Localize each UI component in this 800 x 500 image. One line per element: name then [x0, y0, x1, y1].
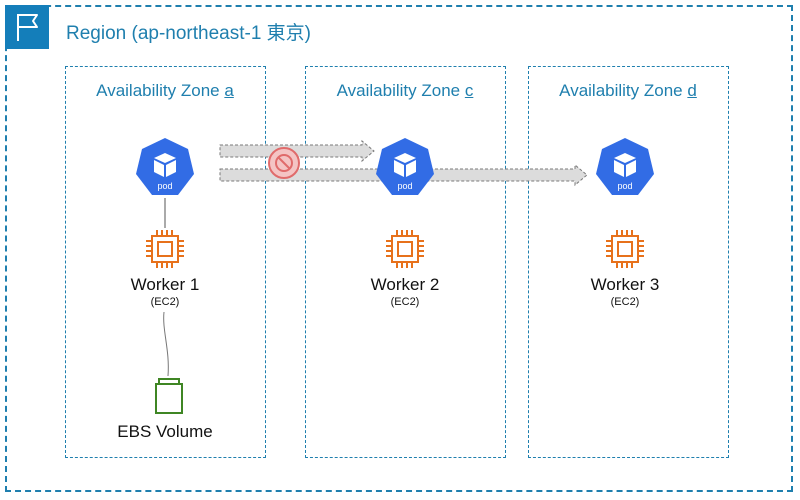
worker-2-type: (EC2)	[390, 296, 420, 308]
pod-label: pod	[617, 181, 632, 191]
ec2-instance-icon	[146, 230, 184, 268]
worker-1-type: (EC2)	[150, 296, 180, 308]
pod-label: pod	[157, 181, 172, 191]
worker-1-name: Worker 1	[130, 275, 200, 294]
pod-icon: pod	[596, 138, 654, 195]
worker-3-type: (EC2)	[610, 296, 640, 308]
ebs-volume-label: EBS Volume	[117, 422, 213, 441]
availability-zone-d-box	[528, 66, 729, 458]
availability-zone-a-title: Availability Zone a	[65, 81, 265, 101]
ec2-instance-icon	[386, 230, 424, 268]
availability-zone-c-title: Availability Zone c	[305, 81, 505, 101]
worker-3-name: Worker 3	[590, 275, 660, 294]
ebs-volume-icon	[155, 378, 183, 414]
worker-2-name: Worker 2	[370, 275, 440, 294]
availability-zone-c-box	[305, 66, 506, 458]
worker-to-volume-connector	[163, 311, 169, 377]
flag-icon	[5, 5, 49, 49]
zone-title-prefix: Availability Zone	[559, 81, 688, 100]
migration-arrow-to-worker-2	[219, 139, 375, 163]
ec2-instance-icon	[606, 230, 644, 268]
zone-title-suffix: a	[224, 81, 234, 100]
pod-icon: pod	[136, 138, 194, 195]
availability-zone-a-box	[65, 66, 266, 458]
pod-icon: pod	[376, 138, 434, 195]
zone-title-suffix: c	[464, 81, 474, 100]
pod-label: pod	[397, 181, 412, 191]
region-title: Region (ap-northeast-1 東京)	[66, 23, 311, 44]
availability-zone-d-title: Availability Zone d	[528, 81, 728, 101]
region-boundary	[5, 5, 793, 492]
zone-title-suffix: d	[687, 81, 697, 100]
zone-title-prefix: Availability Zone	[96, 81, 225, 100]
zone-title-prefix: Availability Zone	[336, 81, 465, 100]
blocked-icon	[268, 147, 300, 179]
